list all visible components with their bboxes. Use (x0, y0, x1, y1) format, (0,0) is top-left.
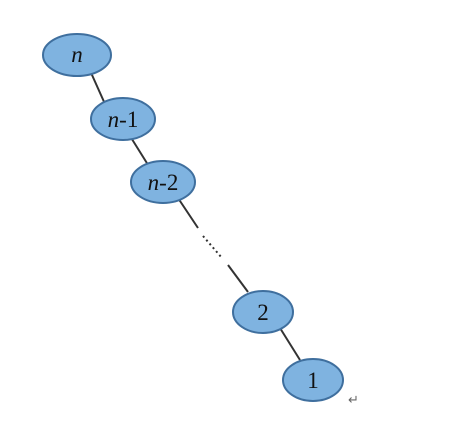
node-n-2-label-var: n (148, 170, 160, 195)
edge-2-to-1 (279, 327, 301, 361)
node-n-1-ellipse (90, 97, 156, 141)
node-n-ellipse (42, 33, 112, 77)
node-2: 2 (232, 290, 294, 334)
node-1-ellipse (282, 358, 344, 402)
node-n-2-ellipse (130, 160, 196, 204)
edge-ellipsis-to-2 (227, 264, 249, 293)
edge-n-2-to-ellipsis (177, 197, 199, 229)
node-n-1-label: n-1 (108, 107, 139, 132)
node-1-label: 1 (307, 368, 319, 393)
paragraph-mark-icon: ↵ (348, 393, 359, 408)
node-n-2-label: n-2 (148, 170, 179, 195)
node-2-label: 2 (257, 300, 269, 325)
ellipsis-dots (202, 235, 223, 259)
node-n-1: n-1 (90, 97, 156, 141)
node-n-1-label-var: n (108, 107, 120, 132)
node-n-1-label-suffix: -1 (119, 107, 138, 132)
node-n: n (42, 33, 112, 77)
node-n-label: n (71, 42, 83, 67)
node-2-ellipse (232, 290, 294, 334)
node-n-2: n-2 (130, 160, 196, 204)
edge-n-1-to-n-2 (129, 135, 151, 169)
node-1: 1 (282, 358, 344, 402)
node-n-2-label-suffix: -2 (159, 170, 178, 195)
